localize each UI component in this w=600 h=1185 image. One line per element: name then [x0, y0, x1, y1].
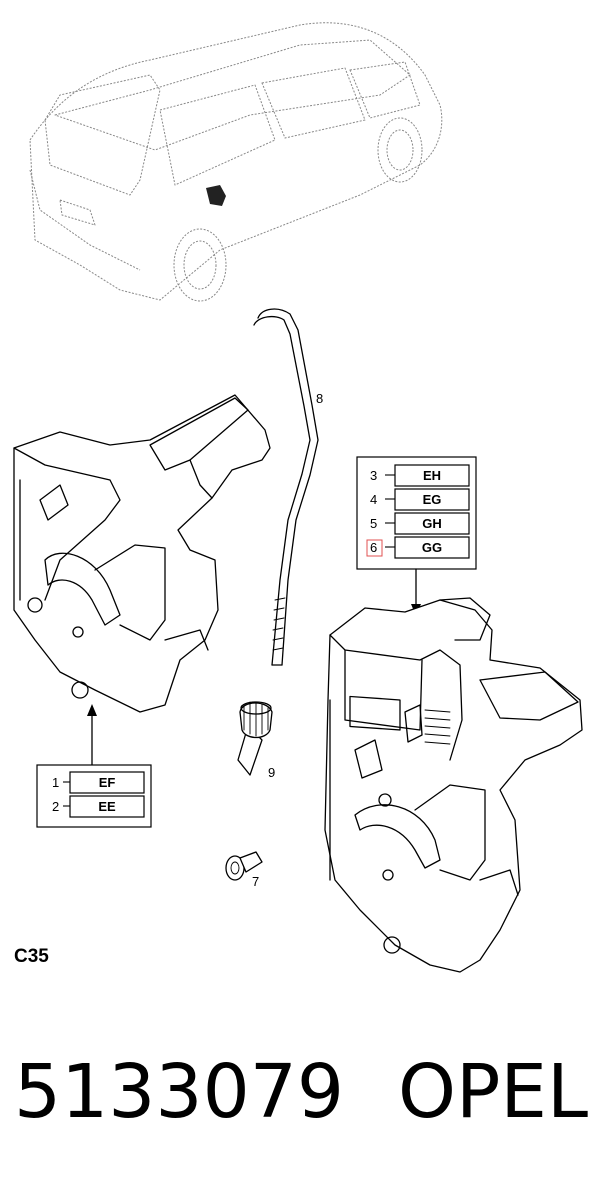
right-row-4-number: 4 — [370, 492, 377, 507]
screw-part — [225, 851, 263, 881]
car-illustration — [29, 22, 443, 302]
left-row-1-number: 1 — [52, 775, 59, 790]
right-code-table: 3 EH 4 EG 5 GH 6 GG — [356, 456, 477, 570]
right-row-3-number: 3 — [370, 468, 377, 483]
right-row-3-code: EH — [423, 468, 441, 483]
callout-8: 8 — [316, 391, 323, 406]
highlight-box — [366, 539, 383, 557]
right-row-5-code: GH — [422, 516, 442, 531]
knob-part — [237, 701, 273, 776]
right-door-lock — [324, 597, 583, 973]
left-arrow — [87, 704, 97, 766]
left-row-2-number: 2 — [52, 799, 59, 814]
part-number: 5133079 — [14, 1049, 344, 1135]
left-door-lock — [13, 394, 271, 713]
rod-part — [253, 308, 319, 666]
section-code: C35 — [14, 946, 49, 967]
callout-7: 7 — [252, 874, 259, 889]
left-row-2-code: EE — [98, 799, 116, 814]
callout-9: 9 — [268, 765, 275, 780]
brand-name: OPEL — [398, 1049, 588, 1135]
right-row-4-code: EG — [423, 492, 442, 507]
left-row-1-code: EF — [99, 775, 116, 790]
right-row-6-code: GG — [422, 540, 442, 555]
right-row-6-number: 6 — [370, 540, 377, 555]
left-code-table: 1 EF 2 EE — [36, 764, 152, 828]
right-row-5-number: 5 — [370, 516, 377, 531]
